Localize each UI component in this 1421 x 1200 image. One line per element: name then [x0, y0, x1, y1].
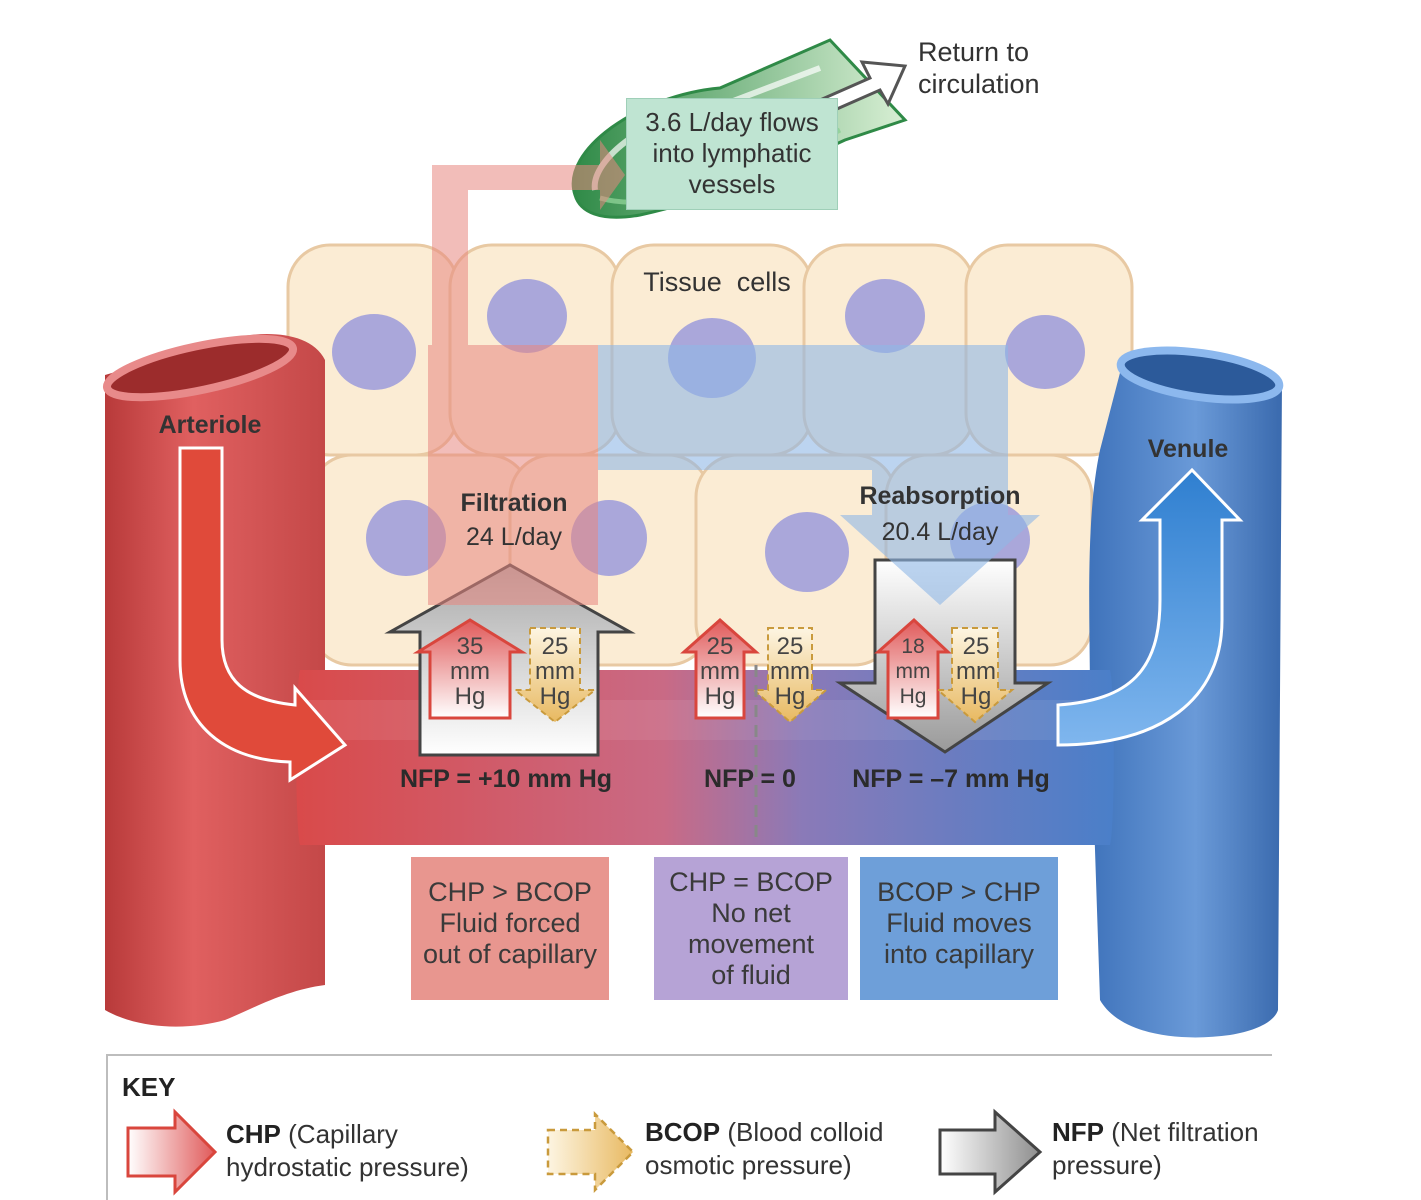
- key-desc: hydrostatic pressure): [226, 1152, 469, 1182]
- condition-line: Fluid moves: [886, 908, 1032, 938]
- lymph-flow-line: 3.6 L/day flows: [645, 107, 819, 137]
- reabsorption-title: Reabsorption: [859, 482, 1021, 510]
- pressure-unit: mm: [956, 658, 996, 685]
- key-desc: (Capillary: [280, 1119, 398, 1149]
- filtration-label: Filtration 24 L/day: [430, 486, 598, 554]
- pressure-unit: Hg: [704, 683, 736, 710]
- pressure-unit: mm: [700, 658, 740, 685]
- pressure-number: 25: [541, 633, 569, 660]
- chp-arrow-left: [412, 618, 528, 720]
- nfp-label-left: NFP = +10 mm Hg: [399, 765, 613, 793]
- venule-label: Venule: [1147, 435, 1229, 463]
- arteriole-flow-arrow: [178, 446, 348, 783]
- yellow-dashed-arrow-icon: [546, 1110, 635, 1194]
- lymph-flow-box: 3.6 L/day flows into lymphatic vessels: [626, 98, 838, 210]
- condition-line: Fluid forced: [439, 908, 581, 938]
- filtration-title: Filtration: [460, 489, 568, 517]
- key-desc: pressure): [1052, 1150, 1162, 1180]
- bcop-arrow-middle: [751, 627, 829, 724]
- key-desc: (Blood colloid: [720, 1117, 884, 1147]
- reabsorption-rate: 20.4 L/day: [881, 518, 999, 546]
- pressure-unit: Hg: [774, 683, 806, 710]
- chp-value-right: 18 mm Hg: [888, 634, 938, 709]
- chp-value-left: 35 mm Hg: [440, 634, 500, 709]
- return-to-circulation-label: Return to circulation: [918, 36, 1040, 100]
- bcop-value-middle: 25 mm Hg: [762, 634, 818, 709]
- pressure-number: 18: [901, 635, 925, 658]
- condition-line: BCOP > CHP: [877, 877, 1041, 907]
- pressure-unit: mm: [770, 658, 810, 685]
- pressure-number: 25: [706, 633, 734, 660]
- bcop-value-left: 25 mm Hg: [526, 634, 584, 709]
- pressure-unit: Hg: [899, 685, 927, 708]
- condition-line: movement: [687, 929, 815, 959]
- filtration-rate: 24 L/day: [466, 523, 562, 551]
- nfp-label-right: NFP = –7 mm Hg: [852, 765, 1050, 793]
- condition-box-equilibrium: CHP = BCOP No net movement of fluid: [654, 857, 848, 1000]
- bcop-arrow-left: [512, 627, 598, 724]
- key-item-chp: CHP (Capillary hydrostatic pressure): [226, 1118, 469, 1184]
- pressure-number: 25: [962, 633, 990, 660]
- key-title: KEY: [122, 1072, 176, 1102]
- bcop-arrow-right: [935, 627, 1015, 724]
- condition-box-reabsorption: BCOP > CHP Fluid moves into capillary: [860, 857, 1058, 1000]
- key-abbr: BCOP: [645, 1117, 721, 1147]
- gray-arrow-icon: [938, 1108, 1043, 1196]
- return-label-line: circulation: [918, 69, 1040, 99]
- pressure-unit: mm: [895, 660, 931, 683]
- pressure-unit: Hg: [454, 683, 486, 710]
- key-abbr: NFP: [1052, 1117, 1104, 1147]
- chp-value-middle: 25 mm Hg: [692, 634, 748, 709]
- key-item-line: NFP (Net filtration: [1052, 1116, 1259, 1149]
- key-item-line: BCOP (Blood colloid: [645, 1116, 883, 1149]
- filtration-pathway: [428, 140, 625, 605]
- red-arrow-icon: [126, 1108, 218, 1196]
- pressure-unit: Hg: [539, 683, 571, 710]
- reabsorption-pathway: [468, 345, 1040, 605]
- lymph-flow-line: vessels: [688, 169, 776, 199]
- pressure-unit: mm: [450, 658, 490, 685]
- pressure-unit: Hg: [960, 683, 992, 710]
- key-desc: osmotic pressure): [645, 1150, 852, 1180]
- arteriole-label: Arteriole: [158, 411, 262, 439]
- chp-arrow-middle: [680, 617, 760, 720]
- reabsorption-label: Reabsorption 20.4 L/day: [830, 478, 1050, 550]
- condition-line: CHP > BCOP: [428, 877, 592, 907]
- key-item-nfp: NFP (Net filtration pressure): [1052, 1116, 1259, 1182]
- venule-flow-arrow: [1056, 467, 1244, 747]
- condition-line: No net: [711, 898, 791, 928]
- key-desc: (Net filtration: [1104, 1117, 1259, 1147]
- tissue-cells-label: Tissue cells: [643, 267, 791, 297]
- return-arrow-icon: [817, 60, 908, 114]
- pressure-number: 35: [456, 633, 484, 660]
- pressure-number: 25: [776, 633, 804, 660]
- condition-line: out of capillary: [422, 939, 598, 969]
- key-item-line: CHP (Capillary: [226, 1118, 469, 1151]
- key-item-bcop: BCOP (Blood colloid osmotic pressure): [645, 1116, 883, 1182]
- condition-line: CHP = BCOP: [669, 867, 833, 897]
- condition-line: into capillary: [883, 939, 1035, 969]
- lymph-flow-line: into lymphatic: [652, 138, 812, 168]
- condition-line: of fluid: [711, 960, 791, 990]
- key-abbr: CHP: [226, 1119, 281, 1149]
- pressure-unit: mm: [535, 658, 575, 685]
- key-border: [106, 1054, 1272, 1200]
- chp-arrow-right: [874, 617, 952, 720]
- nfp-label-middle: NFP = 0: [704, 765, 796, 793]
- return-label-line: Return to: [918, 37, 1030, 67]
- bcop-value-right: 25 mm Hg: [948, 634, 1004, 709]
- condition-box-filtration: CHP > BCOP Fluid forced out of capillary: [411, 857, 609, 1000]
